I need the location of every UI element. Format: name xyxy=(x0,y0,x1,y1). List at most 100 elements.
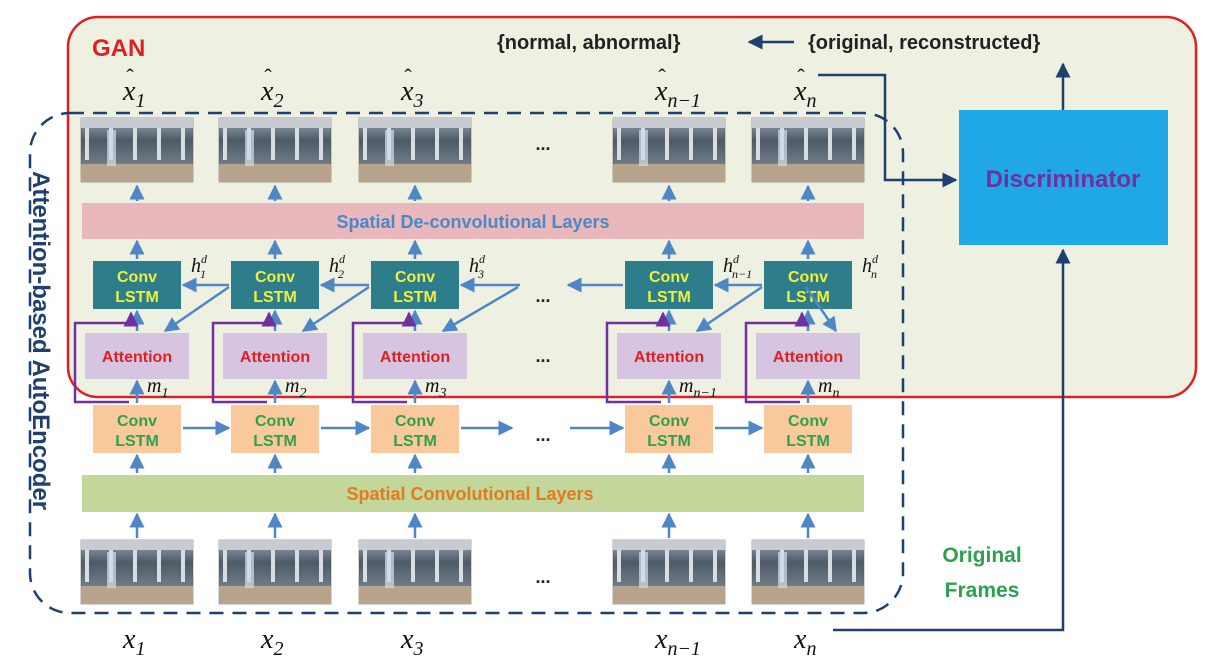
decoder-convlstm-5-label-line2: LSTM xyxy=(786,289,830,306)
frame-ground xyxy=(752,586,864,604)
attention-box-2-label: Attention xyxy=(240,349,310,366)
frame-person xyxy=(245,130,254,166)
encoder-convlstm-1-label-line2: LSTM xyxy=(115,433,159,450)
input-label-5: xn xyxy=(793,624,816,660)
frame-person xyxy=(639,552,648,588)
attention-box-4-rect xyxy=(617,333,721,379)
frame-pillar xyxy=(852,128,856,160)
decoder-convlstm-3-label-line2: LSTM xyxy=(393,289,437,306)
frame-pillar xyxy=(617,128,621,160)
skip-connection-arrow-1 xyxy=(73,311,139,404)
conv-layers-bar xyxy=(82,475,864,512)
ellipsis-input-frames: ... xyxy=(535,567,550,587)
memory-label-2: m2 xyxy=(285,375,306,401)
skip-connection-arrow-3 xyxy=(351,311,417,404)
frame-roof xyxy=(219,118,331,128)
frame-pillar xyxy=(756,128,760,160)
memory-label-1: m1 xyxy=(147,375,168,401)
skip-connection-arrow-5 xyxy=(744,311,810,404)
frame-pillar xyxy=(271,550,275,582)
decoder-convlstm-4-label-line1: Conv xyxy=(649,269,689,286)
input-frame-1 xyxy=(80,539,194,605)
attention-box-1-label: Attention xyxy=(102,349,172,366)
frame-pillar xyxy=(435,550,439,582)
frame-roof xyxy=(613,540,725,550)
frame-pillar xyxy=(665,128,669,160)
decoder-convlstm-4-label-line2: LSTM xyxy=(647,289,691,306)
frame-pillar xyxy=(828,128,832,160)
frame-person xyxy=(385,552,394,588)
encoder-convlstm-3-label-line1: Conv xyxy=(395,413,435,430)
attention-box-3: Attention xyxy=(363,333,467,379)
frame-roof xyxy=(359,118,471,128)
discriminator-label: Discriminator xyxy=(986,166,1141,193)
frame-person xyxy=(639,130,648,166)
ellipsis-attention: ... xyxy=(535,346,550,366)
memory-label-3: m3 xyxy=(425,375,446,401)
attention-box-3-label: Attention xyxy=(380,349,450,366)
frame-ground xyxy=(752,164,864,182)
decoder-convlstm-2-rect xyxy=(231,261,319,309)
output-label-1: x1 xyxy=(122,76,145,112)
ellipsis-decoder: ... xyxy=(535,286,550,306)
frame-pillar xyxy=(756,550,760,582)
frame-pillar xyxy=(852,550,856,582)
original-frames-label-line2: Frames xyxy=(945,579,1020,602)
frame-pillar xyxy=(295,128,299,160)
frame-person xyxy=(385,130,394,166)
frame-pillar xyxy=(411,550,415,582)
hidden-feedback-arrow-4 xyxy=(695,285,763,333)
frame-pillar xyxy=(157,550,161,582)
frame-pillar xyxy=(435,128,439,160)
encoder-convlstm-1-label-line1: Conv xyxy=(117,413,157,430)
frame-pillar xyxy=(411,128,415,160)
frame-ground xyxy=(359,164,471,182)
frame-ground xyxy=(359,586,471,604)
attention-box-1: Attention xyxy=(85,333,189,379)
hidden-feedback-arrow-1 xyxy=(163,285,230,333)
frame-pillar xyxy=(617,550,621,582)
frame-pillar xyxy=(713,550,717,582)
encoder-convlstm-4-label-line1: Conv xyxy=(649,413,689,430)
deconv-layers-label: Spatial De-convolutional Layers xyxy=(336,212,609,232)
frame-pillar xyxy=(689,550,693,582)
original-frames-label-line1: Original xyxy=(942,544,1021,567)
output-frame-5 xyxy=(751,117,865,183)
decoder-convlstm-2-label-line1: Conv xyxy=(255,269,295,286)
frame-pillar xyxy=(459,550,463,582)
frame-roof xyxy=(752,540,864,550)
frame-pillar xyxy=(181,128,185,160)
frame-roof xyxy=(81,118,193,128)
frame-ground xyxy=(81,164,193,182)
frame-pillar xyxy=(85,128,89,160)
encoder-convlstm-2-rect xyxy=(231,405,319,453)
decoder-convlstm-5-rect xyxy=(764,261,852,309)
attention-box-1-rect xyxy=(85,333,189,379)
frame-pillar xyxy=(804,128,808,160)
frame-person xyxy=(245,552,254,588)
encoder-convlstm-2-label-line1: Conv xyxy=(255,413,295,430)
output-frame-2 xyxy=(218,117,332,183)
frame-pillar xyxy=(295,550,299,582)
hidden-feedback-arrow-2 xyxy=(301,285,370,333)
output-frame-4 xyxy=(612,117,726,183)
frame-pillar xyxy=(319,550,323,582)
frame-pillar xyxy=(181,550,185,582)
attention-box-5-rect xyxy=(756,333,860,379)
output-hat-5: ˆ xyxy=(797,64,805,89)
encoder-convlstm-5-label-line2: LSTM xyxy=(786,433,830,450)
output-label-5: xn xyxy=(793,76,816,112)
hidden-feedback-arrow-5 xyxy=(804,286,838,333)
attention-box-4-label: Attention xyxy=(634,349,704,366)
frame-pillar xyxy=(363,550,367,582)
